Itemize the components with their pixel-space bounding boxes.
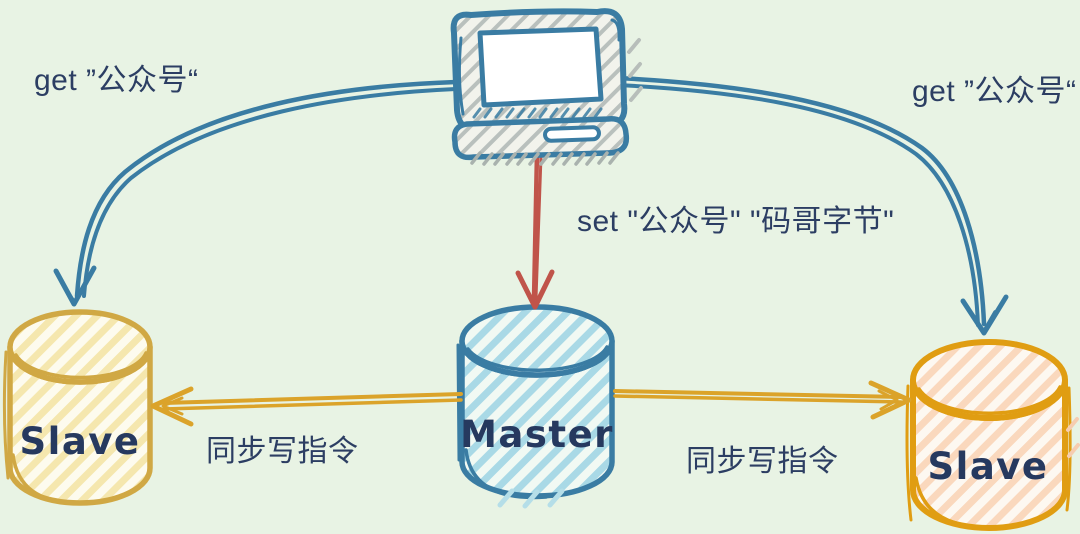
set-arrow [515, 149, 555, 310]
slave-right-cylinder [905, 339, 1080, 531]
sync-right-label: 同步写指令 [686, 445, 839, 478]
drive-slot [543, 125, 601, 143]
sync-right-arrow [613, 380, 912, 420]
arrowhead-right-icon [868, 380, 912, 420]
slave-right-label: Slave [927, 445, 1049, 488]
get-right-arrow [615, 75, 1009, 336]
arrowhead-down-icon [515, 269, 555, 310]
client-computer-icon [450, 8, 643, 166]
arrowhead-down-icon [53, 265, 97, 307]
sync-left-label: 同步写指令 [206, 435, 359, 468]
get-left-arrow [53, 79, 459, 307]
slave-left-cylinder [2, 309, 153, 506]
sync-left-arrow [150, 386, 463, 427]
arrowhead-down-icon [960, 294, 1009, 336]
master-cylinder [456, 304, 615, 509]
arrowhead-left-icon [150, 386, 194, 427]
slave-left-label: Slave [19, 420, 141, 463]
master-label: Master [460, 413, 614, 456]
set-command-label: set "公众号" "码哥字节" [577, 205, 895, 238]
get-right-label: get ”公众号“ [912, 75, 1077, 108]
get-left-label: get ”公众号“ [34, 64, 199, 97]
monitor-screen [477, 26, 604, 108]
